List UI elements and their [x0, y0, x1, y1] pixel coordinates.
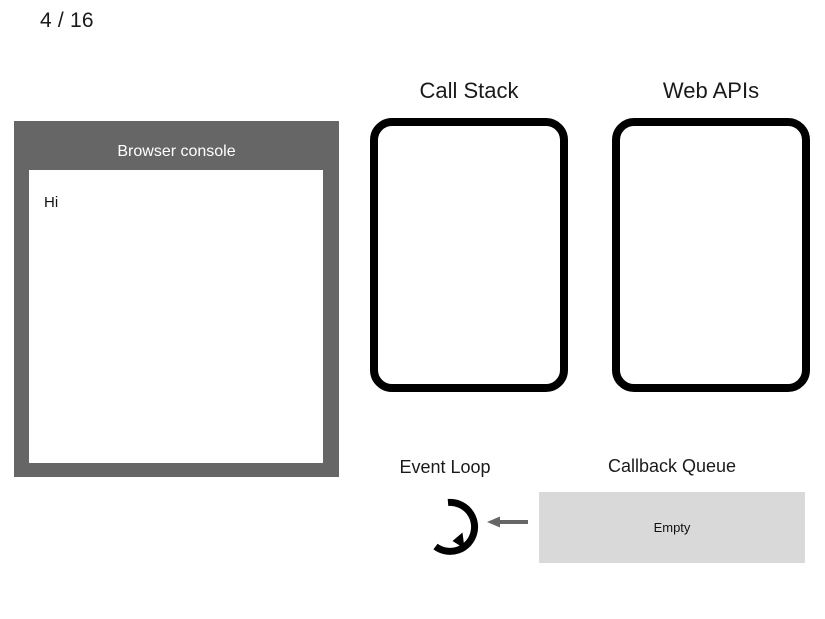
- circular-arrow-icon: [417, 496, 479, 558]
- arrow-left-icon: [487, 515, 529, 529]
- web-apis-title: Web APIs: [662, 78, 760, 103]
- callback-queue-status: Empty: [653, 520, 691, 535]
- browser-console-title: Browser console: [117, 143, 236, 160]
- browser-console-output: Hi: [29, 170, 323, 463]
- event-loop-title: Event Loop: [399, 457, 491, 477]
- slide-counter: 4 / 16: [40, 9, 94, 32]
- call-stack-box: [370, 118, 568, 392]
- call-stack-title: Call Stack: [419, 78, 519, 103]
- console-log-line: Hi: [44, 194, 59, 211]
- browser-console-panel: Browser console Hi: [14, 121, 339, 477]
- callback-queue-box: Empty: [539, 492, 805, 563]
- callback-queue-title: Callback Queue: [607, 456, 737, 476]
- web-apis-box: [612, 118, 810, 392]
